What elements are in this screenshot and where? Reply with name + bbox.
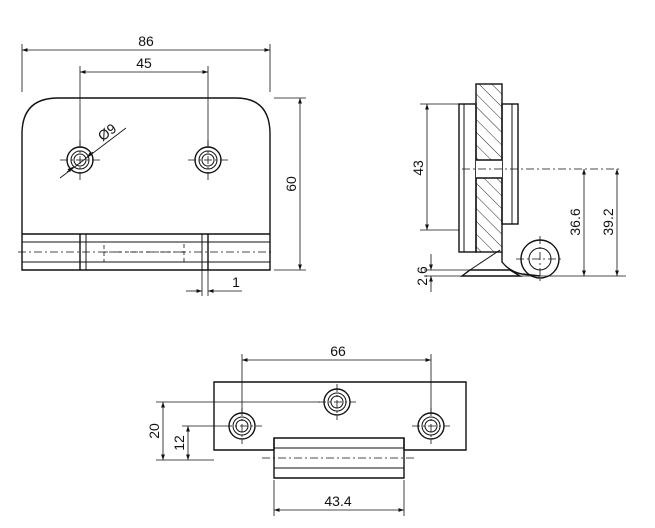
side-view: 43 2.6 36.6 39.2 — [410, 83, 626, 292]
dim-label-45: 45 — [136, 55, 152, 71]
dim-bottom-height-outer: 20 — [146, 401, 320, 461]
dim-label-12: 12 — [171, 435, 187, 451]
dim-label-43: 43 — [410, 160, 426, 176]
bottom-view: 66 20 12 43.4 — [146, 343, 467, 516]
dim-front-height: 60 — [274, 97, 306, 271]
dim-front-offset: 1 — [186, 270, 242, 296]
dim-bottom-hole-spacing: 66 — [241, 343, 432, 412]
front-hole-right — [188, 140, 228, 180]
bottom-hole-left — [224, 408, 262, 444]
dim-label-39-2: 39.2 — [600, 208, 616, 235]
dim-side-base-thickness: 2.6 — [414, 254, 470, 292]
bottom-hole-center — [318, 384, 356, 420]
bottom-plate-outline — [213, 381, 467, 451]
side-knuckle — [501, 236, 564, 282]
dim-front-width: 86 — [21, 33, 271, 92]
bottom-hole-right — [412, 408, 450, 444]
front-hole-left — [60, 140, 100, 180]
dim-front-hole-spacing: 45 — [79, 55, 209, 146]
dim-label-diameter: Ø9 — [95, 120, 120, 144]
front-plate-outline — [21, 97, 271, 271]
dim-label-60: 60 — [283, 176, 299, 192]
dim-front-hole-diameter: Ø9 — [59, 120, 127, 179]
dim-side-total-height: 39.2 — [600, 169, 619, 276]
dim-side-plate-height: 43 — [410, 103, 459, 231]
dim-label-2-6: 2.6 — [414, 266, 430, 286]
dim-label-43-4: 43.4 — [324, 493, 351, 509]
dim-label-1: 1 — [232, 274, 240, 290]
dim-bottom-height-inner: 12 — [171, 425, 224, 460]
dim-label-66: 66 — [330, 343, 346, 359]
dim-side-pin-height: 36.6 — [520, 169, 626, 277]
dim-label-86: 86 — [138, 33, 154, 49]
dim-bottom-knuckle-width: 43.4 — [273, 480, 405, 516]
dim-label-20: 20 — [146, 423, 162, 439]
front-view: 86 45 Ø9 60 1 — [18, 33, 306, 296]
dim-label-36-6: 36.6 — [567, 208, 583, 235]
